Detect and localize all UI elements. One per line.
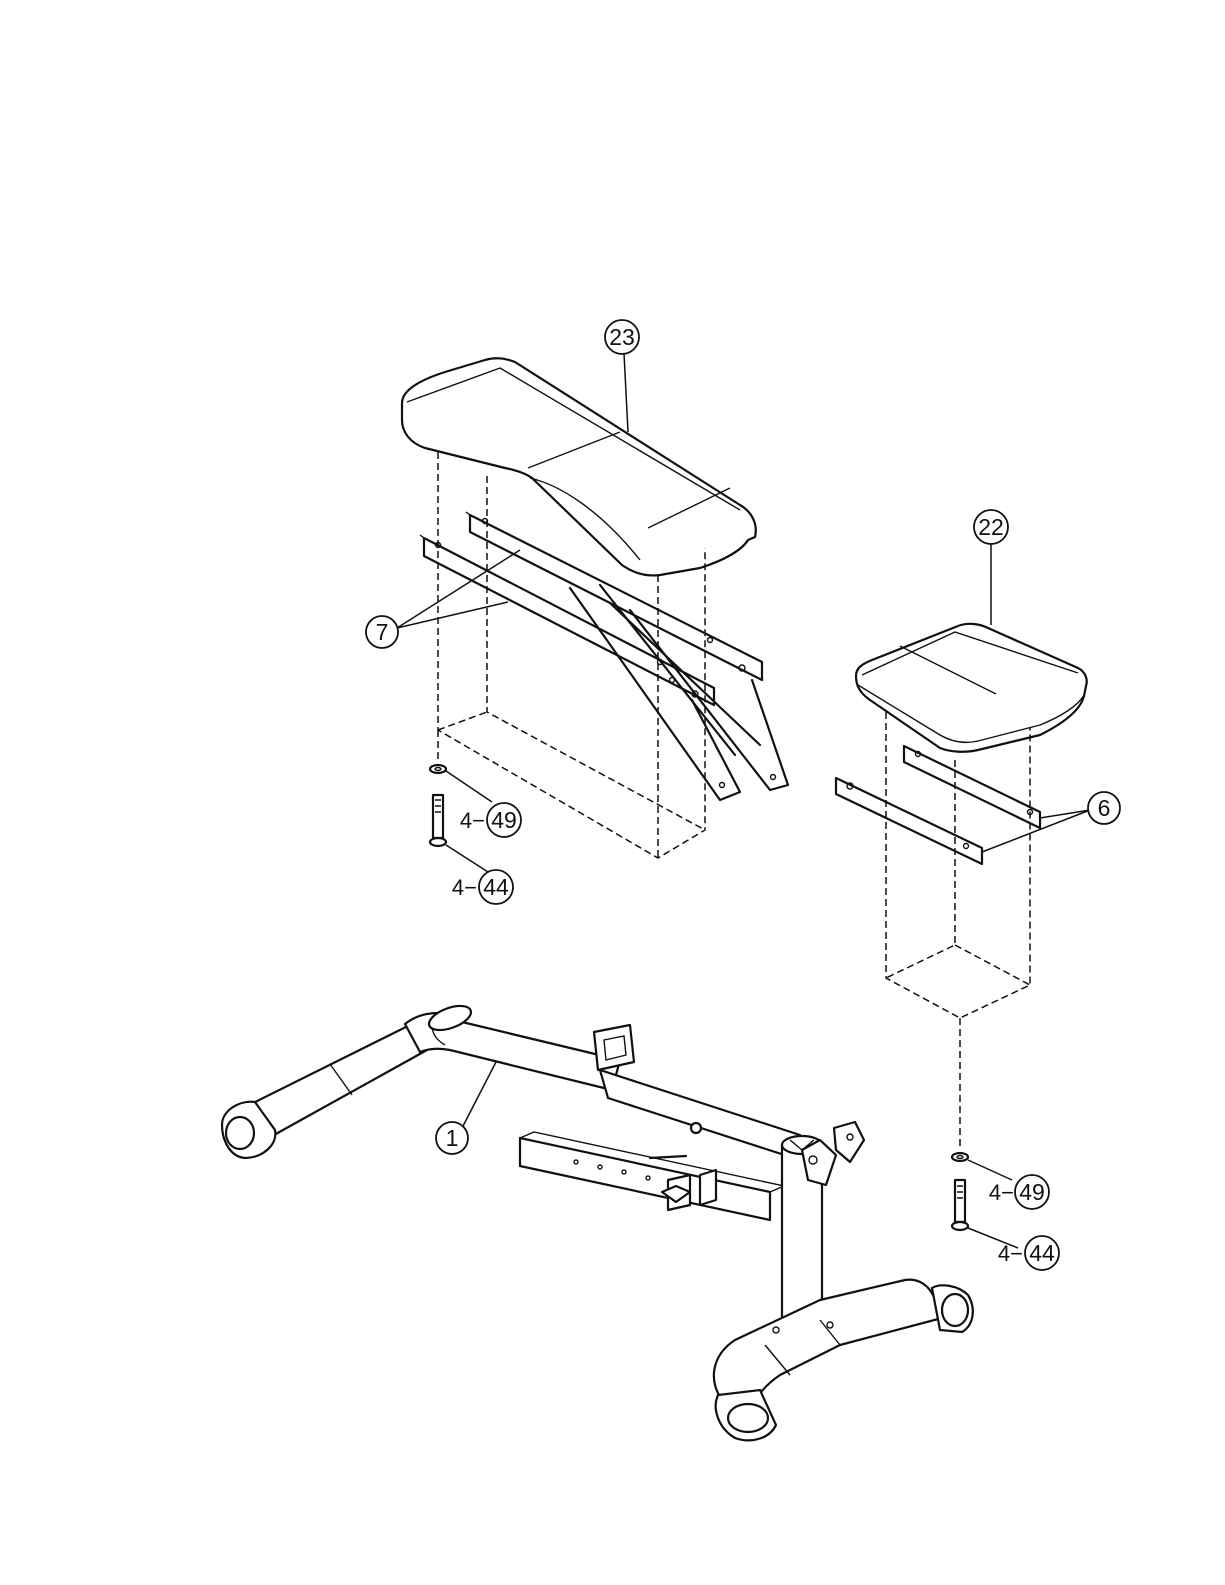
callout-right-4-49: 4− 49 (968, 1160, 1049, 1209)
callout-left-4-44: 4− 44 (446, 845, 513, 904)
callout-right-4-49-label: 49 (1019, 1179, 1045, 1205)
main-frame-1 (222, 1001, 973, 1440)
left-washer-bolt (430, 765, 446, 846)
callout-1-label: 1 (446, 1125, 459, 1151)
callout-1: 1 (436, 1062, 496, 1154)
callout-23-label: 23 (609, 324, 635, 350)
callout-right-4-44: 4− 44 (968, 1228, 1059, 1270)
callout-left-4-44-qty: 4− (452, 875, 477, 900)
back-pad-23 (402, 358, 756, 575)
callout-right-4-44-qty: 4− (998, 1241, 1023, 1266)
callout-left-4-49: 4− 49 (446, 771, 521, 837)
callout-7-label: 7 (376, 619, 389, 645)
right-washer-bolt (952, 1153, 968, 1230)
callout-22: 22 (974, 510, 1008, 625)
callout-22-label: 22 (978, 514, 1004, 540)
callout-23: 23 (605, 320, 639, 432)
front-pad-brackets-6 (836, 746, 1040, 864)
callout-left-4-49-qty: 4− (460, 808, 485, 833)
callout-right-4-49-qty: 4− (989, 1180, 1014, 1205)
callout-left-4-49-label: 49 (491, 807, 517, 833)
callout-6-label: 6 (1098, 795, 1111, 821)
callout-left-4-44-label: 44 (483, 874, 509, 900)
callout-right-4-44-label: 44 (1029, 1240, 1055, 1266)
front-pad-22 (856, 624, 1087, 752)
